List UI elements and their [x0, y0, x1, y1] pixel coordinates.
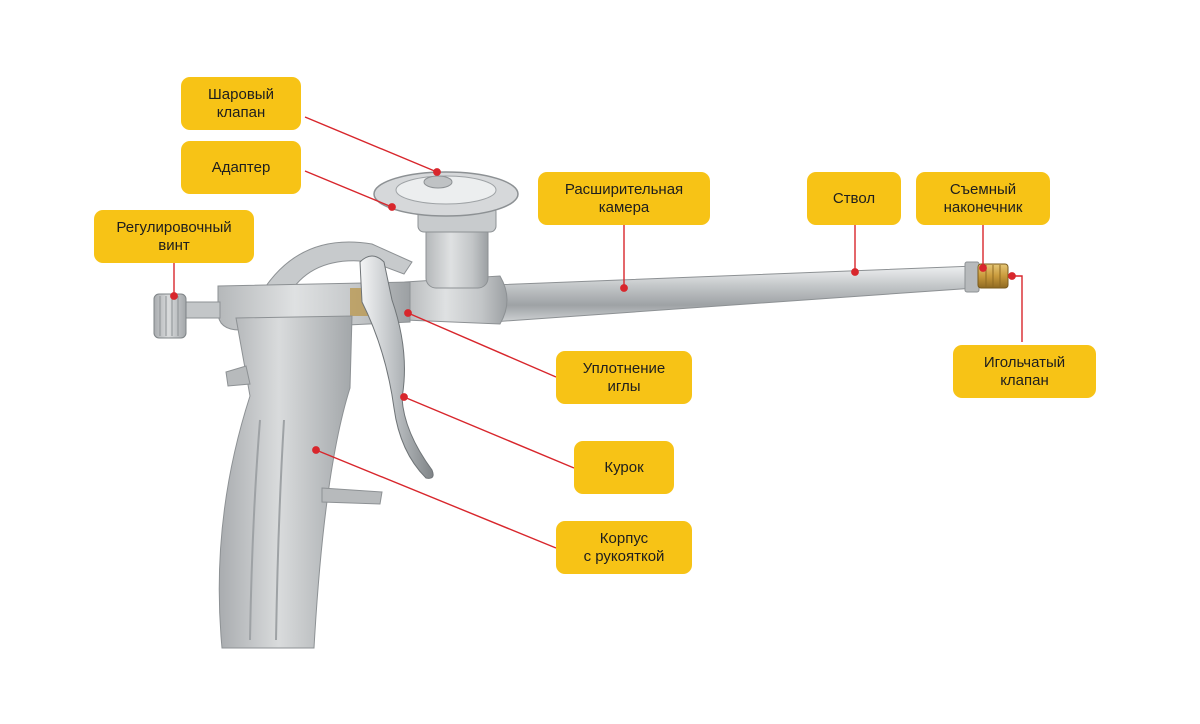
- adjusting-screw-part: [153, 293, 221, 339]
- leader-ball-valve: [304, 116, 438, 173]
- label-adapter: Адаптер: [181, 141, 301, 194]
- label-removable-tip: Съемный наконечник: [916, 172, 1050, 225]
- label-needle-valve: Игольчатый клапан: [953, 345, 1096, 398]
- label-body-with-handle: Корпус с рукояткой: [556, 521, 692, 574]
- label-trigger: Курок: [574, 441, 674, 494]
- label-ball-valve: Шаровый клапан: [181, 77, 301, 130]
- leader-lines: [170, 116, 1023, 549]
- body-arc: [261, 241, 413, 297]
- label-expansion-chamber: Расширительная камера: [538, 172, 710, 225]
- label-barrel: Ствол: [807, 172, 901, 225]
- leader-adapter: [304, 170, 393, 208]
- adapter-part: [417, 205, 497, 289]
- leader-needle-valve: [1012, 275, 1023, 342]
- leader-trigger: [403, 396, 575, 469]
- label-adjusting-screw: Регулировочный винт: [94, 210, 254, 263]
- barrel-part: [491, 261, 980, 323]
- leader-needle-seal: [407, 312, 557, 378]
- leader-body: [315, 449, 557, 549]
- ball-valve-part: [373, 171, 519, 217]
- label-needle-seal: Уплотнение иглы: [556, 351, 692, 404]
- trigger-part: [359, 255, 434, 479]
- handle-part: [218, 315, 383, 649]
- expansion-chamber-part: [404, 275, 508, 325]
